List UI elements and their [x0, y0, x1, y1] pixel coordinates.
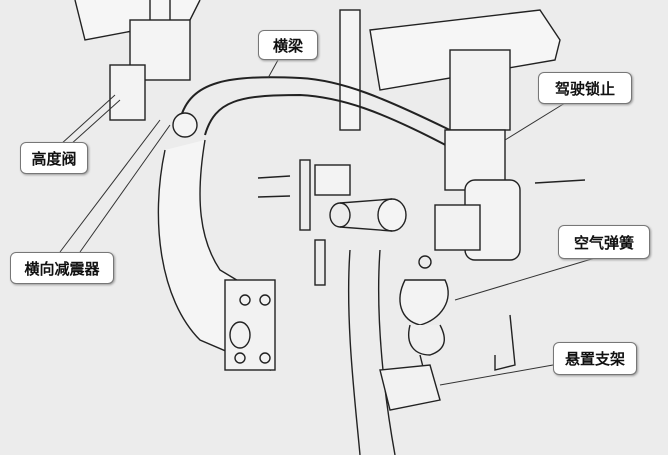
label-cab-lock: 驾驶锁止: [538, 72, 632, 104]
label-air-spring: 空气弹簧: [558, 225, 650, 259]
label-crossbeam: 横梁: [258, 30, 318, 60]
label-lateral-damper: 横向减震器: [10, 252, 114, 284]
label-height-valve: 高度阀: [20, 142, 88, 174]
label-suspension-bracket: 悬置支架: [553, 342, 637, 375]
